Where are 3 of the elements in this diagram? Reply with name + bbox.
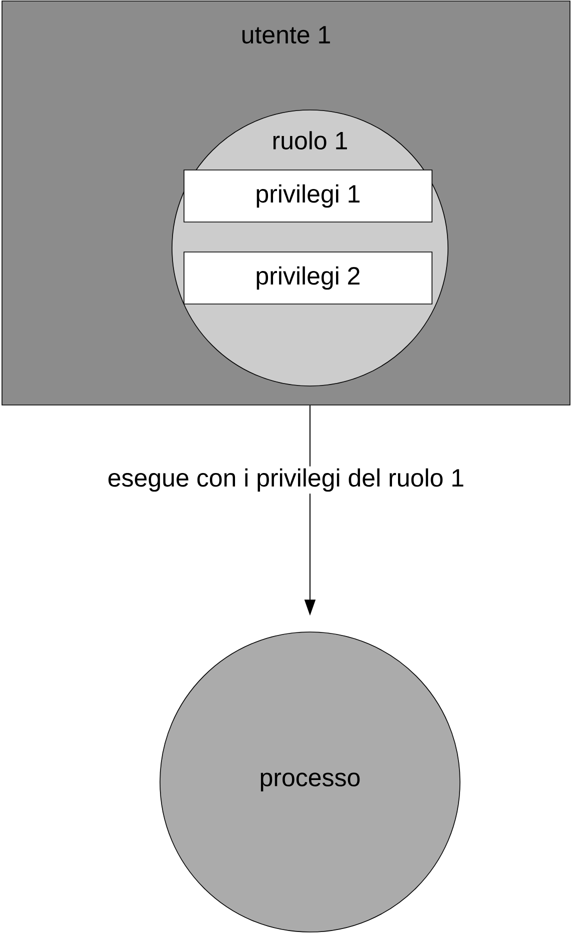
edge-label: esegue con i privilegi del ruolo 1 bbox=[105, 466, 467, 494]
privilege-box: privilegi 1 bbox=[184, 170, 432, 222]
privilege-box: privilegi 2 bbox=[184, 252, 432, 304]
